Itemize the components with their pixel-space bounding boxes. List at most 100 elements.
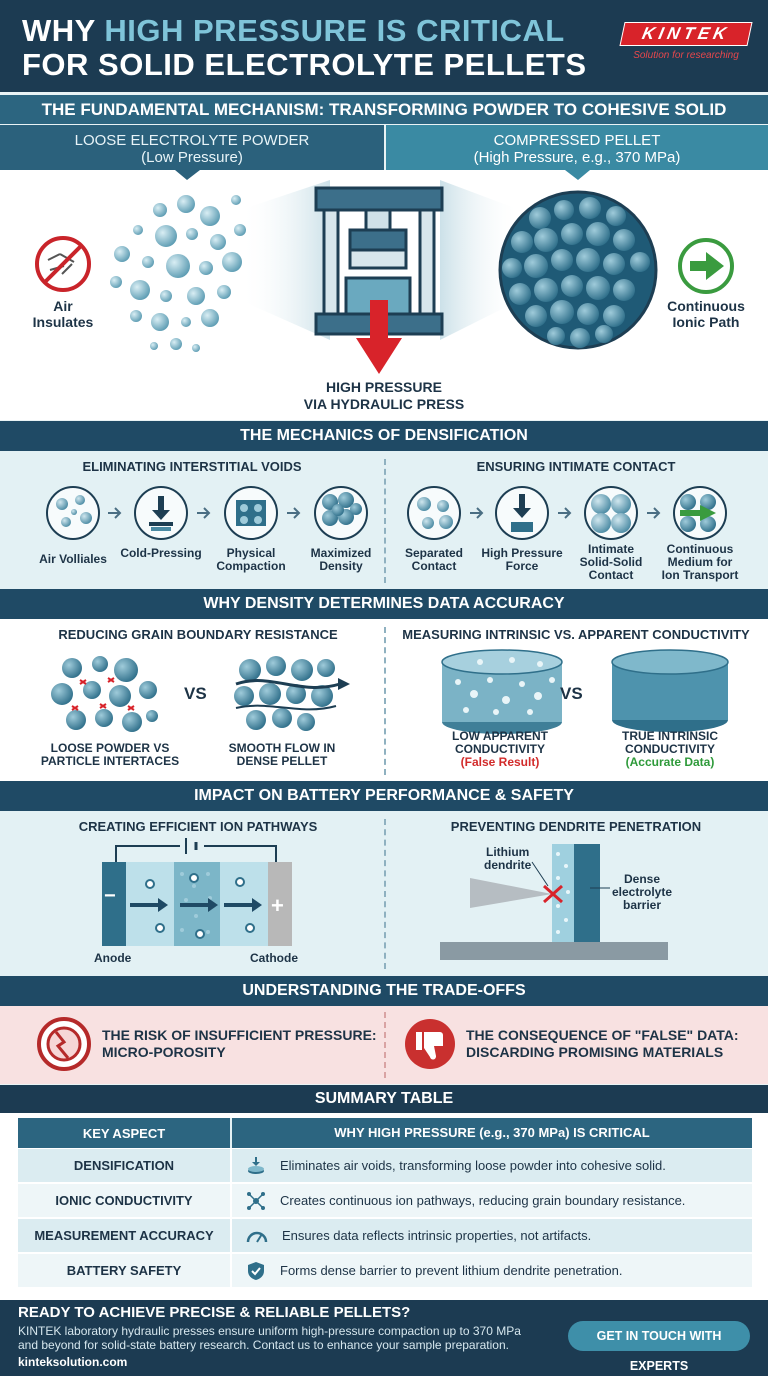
divider bbox=[384, 627, 386, 775]
ion-pathways-title: CREATING EFFICIENT ION PATHWAYS bbox=[78, 819, 318, 834]
hydraulic-press-icon bbox=[314, 186, 444, 374]
row-detail: Creates continuous ion pathways, reducin… bbox=[230, 1184, 752, 1217]
section-mechanism-heading: THE FUNDAMENTAL MECHANISM: TRANSFORMING … bbox=[0, 95, 768, 124]
step-label: Contact bbox=[588, 568, 634, 582]
compressed-pellet-cluster bbox=[498, 190, 658, 350]
row-text: Forms dense barrier to prevent lithium d… bbox=[280, 1263, 623, 1278]
cathode-label: Cathode bbox=[250, 951, 298, 965]
step-label: Force bbox=[505, 559, 539, 573]
footer-body-line2: and beyond for solid-state battery resea… bbox=[18, 1338, 509, 1352]
loose-powder-cluster bbox=[110, 195, 246, 352]
title-plain: WHY bbox=[22, 13, 105, 48]
table-row: IONIC CONDUCTIVITY Creates continuous io… bbox=[18, 1184, 752, 1217]
vs-label: VS bbox=[560, 684, 583, 703]
get-in-touch-button[interactable]: GET IN TOUCH WITH EXPERTS bbox=[568, 1321, 750, 1373]
table-row: MEASUREMENT ACCURACY Ensures data reflec… bbox=[18, 1219, 752, 1252]
step-label: Maximized bbox=[310, 546, 372, 560]
column-key-aspect: KEY ASPECT bbox=[82, 1125, 166, 1141]
network-icon bbox=[247, 1191, 265, 1210]
left-title: LOOSE ELECTROLYTE POWDER bbox=[74, 132, 310, 149]
logo-text: KINTEK bbox=[640, 24, 732, 43]
air-label-line2: Insulates bbox=[32, 314, 94, 330]
step-label: Intimate bbox=[587, 542, 634, 556]
loose-powder-icon bbox=[51, 656, 158, 732]
barrier-label-line3: barrier bbox=[623, 898, 662, 912]
step-label: Continuous bbox=[666, 542, 734, 556]
step-air-voids: Air Volliales bbox=[28, 553, 118, 566]
dense-pellet-icon bbox=[611, 649, 729, 732]
consequence-text: THE CONSEQUENCE OF "FALSE" DATA:DISCARDI… bbox=[466, 1027, 739, 1061]
contact-title: ENSURING INTIMATE CONTACT bbox=[476, 459, 676, 474]
dendrite-label-line2: dendrite bbox=[484, 858, 532, 872]
dendrite-illustration bbox=[440, 844, 668, 960]
column-why: WHY HIGH PRESSURE (e.g., 370 MPa) IS CRI… bbox=[230, 1118, 752, 1148]
step-label: Solid-Solid bbox=[579, 555, 643, 569]
risk-line2: MICRO-POROSITY bbox=[102, 1044, 226, 1060]
air-insulates-icon bbox=[35, 236, 91, 292]
intimate-contact-icon bbox=[591, 494, 631, 533]
accurate-data: (Accurate Data) bbox=[625, 755, 715, 769]
left-sub: (Low Pressure) bbox=[141, 149, 243, 166]
table-row: BATTERY SAFETY Forms dense barrier to pr… bbox=[18, 1254, 752, 1287]
table-row: DENSIFICATION Eliminates air voids, tran… bbox=[18, 1149, 752, 1182]
risk-text: THE RISK OF INSUFFICIENT PRESSURE:MICRO-… bbox=[102, 1027, 377, 1061]
ion-transport-icon bbox=[680, 494, 716, 532]
separated-contact-icon bbox=[417, 497, 453, 529]
title-line2: FOR SOLID ELECTROLYTE PELLETS bbox=[22, 47, 587, 82]
pellet-icon bbox=[248, 1156, 264, 1174]
row-text: Creates continuous ion pathways, reducin… bbox=[280, 1193, 686, 1208]
air-insulates-label: Air Insulates bbox=[28, 298, 98, 330]
loose-label-line1: LOOSE POWDER VS bbox=[50, 741, 170, 755]
section-summary-heading: SUMMARY TABLE bbox=[0, 1085, 768, 1113]
step-label: Contact bbox=[411, 559, 457, 573]
divider bbox=[384, 1012, 386, 1078]
thumbs-down-icon bbox=[405, 1019, 455, 1069]
mechanism-right-header: COMPRESSED PELLET (High Pressure, e.g., … bbox=[386, 125, 768, 170]
force-icon bbox=[511, 494, 533, 532]
step-label: Density bbox=[319, 559, 363, 573]
voids-title: ELIMINATING INTERSTITIAL VOIDS bbox=[82, 459, 302, 474]
air-label-line1: Air bbox=[53, 298, 73, 314]
row-aspect: IONIC CONDUCTIVITY bbox=[55, 1193, 193, 1208]
footer-headline: READY TO ACHIEVE PRECISE & RELIABLE PELL… bbox=[18, 1304, 411, 1321]
barrier-label-line1: Dense bbox=[624, 872, 661, 886]
logo-tagline: Solution for researching bbox=[633, 50, 739, 61]
step-label: High Pressure bbox=[481, 546, 563, 560]
accuracy-illustration bbox=[51, 649, 729, 734]
divider bbox=[384, 819, 386, 969]
risk-line1: THE RISK OF INSUFFICIENT PRESSURE: bbox=[102, 1027, 377, 1043]
battery-cell-illustration bbox=[102, 838, 292, 946]
kintek-logo[interactable]: KINTEK bbox=[619, 22, 753, 46]
title-accent: HIGH PRESSURE IS CRITICAL bbox=[104, 13, 565, 48]
right-title: COMPRESSED PELLET bbox=[493, 132, 661, 149]
row-detail: Forms dense barrier to prevent lithium d… bbox=[230, 1254, 752, 1287]
continuous-path-label: Continuous Ionic Path bbox=[660, 298, 752, 330]
press-label: HIGH PRESSURE VIA HYDRAULIC PRESS bbox=[284, 379, 484, 413]
densification-icons bbox=[46, 486, 727, 540]
step-cold-pressing: Cold-Pressing bbox=[116, 547, 206, 560]
table-header: KEY ASPECT WHY HIGH PRESSURE (e.g., 370 … bbox=[18, 1118, 752, 1148]
minus-sign: − bbox=[104, 885, 116, 907]
row-text: Eliminates air voids, transforming loose… bbox=[280, 1158, 666, 1173]
mechanism-illustration bbox=[35, 170, 734, 374]
footer-site-link[interactable]: kinteksolution.com bbox=[18, 1355, 128, 1369]
row-detail: Eliminates air voids, transforming loose… bbox=[230, 1149, 752, 1182]
anode-label: Anode bbox=[94, 951, 132, 965]
dendrite-label-line1: Lithium bbox=[486, 845, 530, 859]
plus-sign: + bbox=[271, 893, 284, 918]
press-label-line1: HIGH PRESSURE bbox=[326, 379, 442, 395]
cons-line1: THE CONSEQUENCE OF "FALSE" DATA: bbox=[466, 1027, 739, 1043]
step-label: Medium for bbox=[667, 555, 733, 569]
path-label-line1: Continuous bbox=[667, 298, 745, 314]
step-label: Ion Transport bbox=[661, 568, 739, 582]
header: WHY HIGH PRESSURE IS CRITICAL FOR SOLID … bbox=[0, 0, 768, 92]
broken-shield-icon bbox=[37, 1017, 91, 1071]
